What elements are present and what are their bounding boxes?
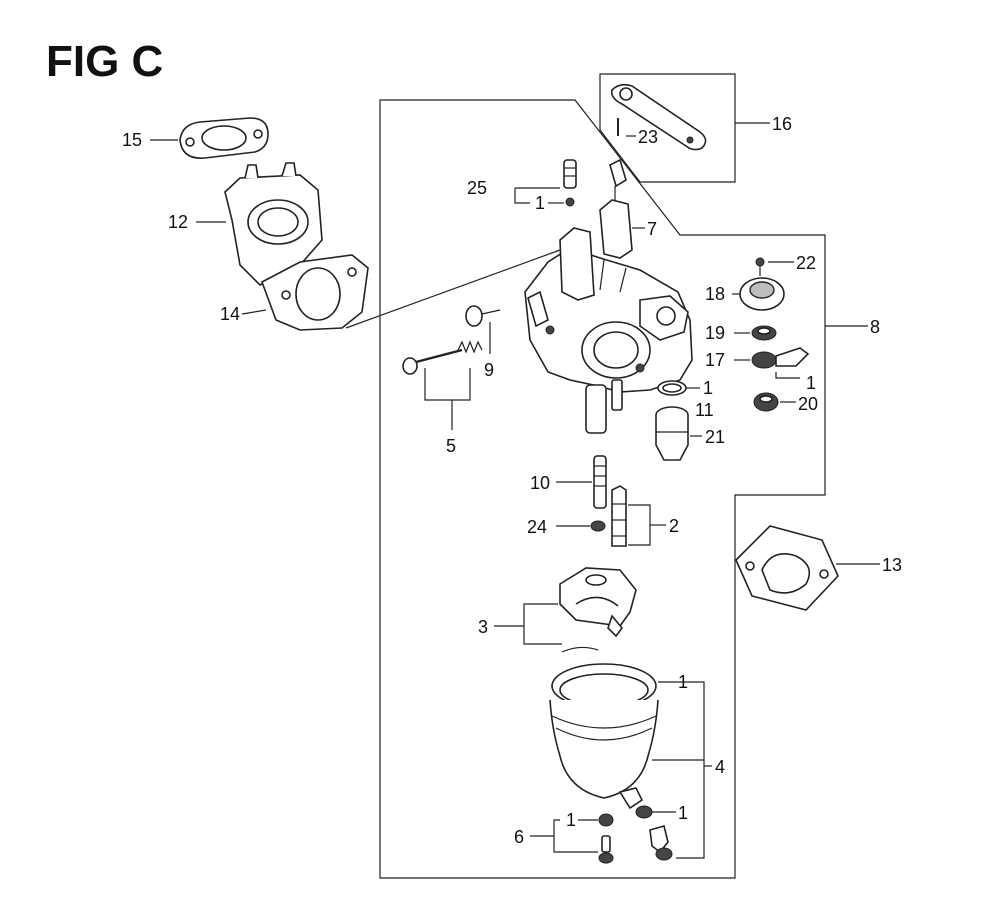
part-20-seal[interactable] (753, 392, 779, 412)
part-21-main-jet-holder[interactable] (655, 406, 689, 461)
callout-19: 19 (705, 323, 725, 343)
part-1-washer[interactable] (635, 805, 653, 819)
callout-1-e: 1 (678, 803, 688, 823)
callout-1-d: 1 (678, 672, 688, 692)
part-19-washer[interactable] (751, 325, 777, 341)
part-11-o-ring[interactable] (657, 380, 687, 396)
figure-title: FIG C (46, 37, 163, 86)
callout-13: 13 (882, 555, 902, 575)
callout-14: 14 (220, 304, 240, 324)
callout-3: 3 (478, 617, 488, 637)
callout-21: 21 (705, 427, 725, 447)
part-24-spring[interactable] (590, 520, 606, 532)
callout-22: 22 (796, 253, 816, 273)
callout-1-a: 1 (535, 193, 545, 213)
callout-2: 2 (669, 516, 679, 536)
part-12-insulator[interactable] (224, 162, 323, 286)
part-5-pilot-screw[interactable] (402, 340, 483, 375)
callout-7: 7 (647, 219, 657, 239)
callout-12: 12 (168, 212, 188, 232)
callout-1-c: 1 (703, 378, 713, 398)
part-18-cover[interactable] (739, 277, 785, 311)
part-7-bracket[interactable] (599, 158, 633, 259)
callout-8: 8 (870, 317, 880, 337)
callout-4: 4 (715, 757, 725, 777)
callout-25: 25 (467, 178, 487, 198)
assembly-8-boundary (379, 99, 826, 879)
part-bowl-bolt[interactable] (649, 825, 673, 861)
part-16-choke-lever[interactable] (610, 83, 707, 151)
callout-18: 18 (705, 284, 725, 304)
carburetor-body[interactable] (524, 227, 693, 434)
part-6-drain-screw[interactable] (598, 813, 614, 864)
callout-5: 5 (446, 436, 456, 456)
part-2-pilot-jet[interactable] (611, 485, 627, 547)
callout-1-f: 1 (566, 810, 576, 830)
callout-6: 6 (514, 827, 524, 847)
part-9-throttle-stop-screw[interactable] (465, 305, 501, 327)
part-22-screw[interactable] (755, 257, 765, 276)
part-17-valve[interactable] (751, 347, 810, 369)
callout-23: 23 (638, 127, 658, 147)
callout-16: 16 (772, 114, 792, 134)
callout-1-b: 1 (806, 373, 816, 393)
part-13-gasket[interactable] (735, 525, 839, 611)
callout-24: 24 (527, 517, 547, 537)
callout-20: 20 (798, 394, 818, 414)
callout-11: 11 (695, 400, 714, 420)
part-15-gasket[interactable] (179, 117, 269, 159)
part-4-float-chamber[interactable] (549, 663, 659, 810)
callout-10: 10 (530, 473, 550, 493)
part-3-float[interactable] (559, 567, 637, 653)
callout-17: 17 (705, 350, 725, 370)
part-14-gasket[interactable] (261, 254, 369, 331)
part-16-box (599, 73, 736, 183)
part-25-screw[interactable] (563, 159, 577, 207)
callout-15: 15 (122, 130, 142, 150)
part-10-needle-jet[interactable] (593, 455, 607, 509)
callout-9: 9 (484, 360, 494, 380)
